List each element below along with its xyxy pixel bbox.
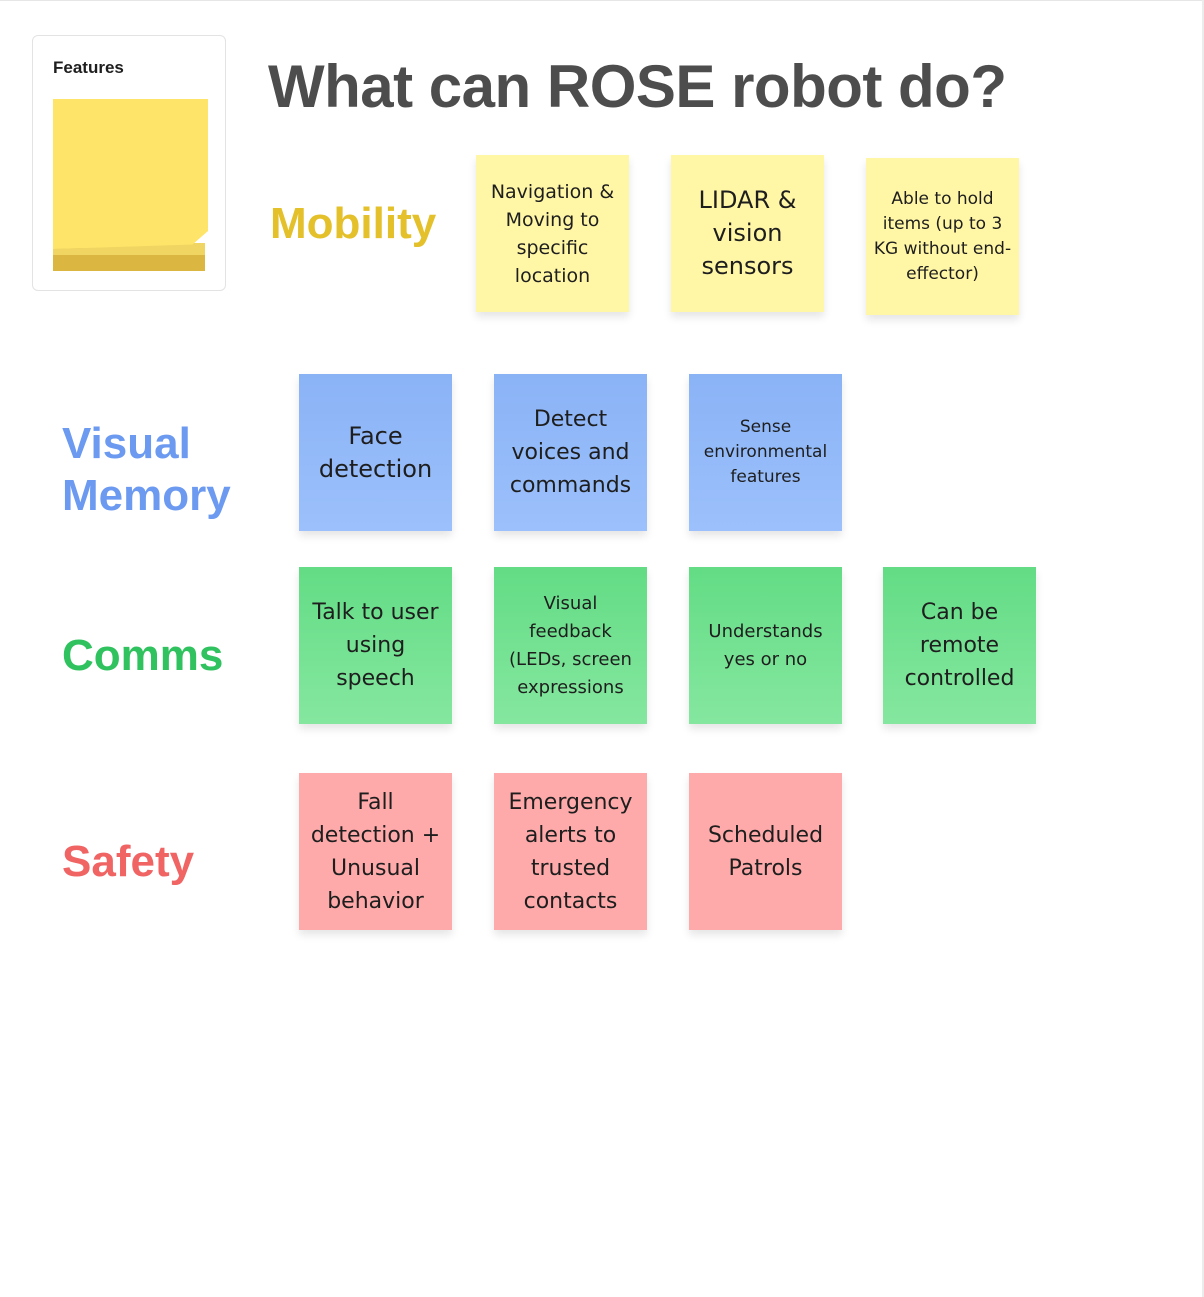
sticky-note[interactable]: Talk to user using speech <box>299 567 452 724</box>
sticky-note[interactable]: LIDAR & vision sensors <box>671 155 824 312</box>
panel-title: Features <box>53 58 124 77</box>
category-visual-memory[interactable]: Visual Memory <box>62 418 231 522</box>
sticky-note[interactable]: Visual feedback (LEDs, screen expression… <box>494 567 647 724</box>
sticky-note[interactable]: Scheduled Patrols <box>689 773 842 930</box>
sticky-note[interactable]: Navigation & Moving to specific location <box>476 155 629 312</box>
right-border <box>1202 0 1204 1297</box>
sticky-note[interactable]: Face detection <box>299 374 452 531</box>
sticky-notes-stack-panel[interactable]: Features <box>32 35 226 291</box>
category-safety[interactable]: Safety <box>62 837 195 886</box>
sticky-stack-base <box>53 253 205 271</box>
sticky-note[interactable]: Sense environmental features <box>689 374 842 531</box>
top-border <box>0 0 1204 1</box>
sticky-note[interactable]: Fall detection + Unusual behavior <box>299 773 452 930</box>
category-mobility[interactable]: Mobility <box>270 199 437 248</box>
category-comms[interactable]: Comms <box>62 631 224 680</box>
sticky-note[interactable]: Can be remote controlled <box>883 567 1036 724</box>
board-title[interactable]: What can ROSE robot do? <box>268 53 1007 120</box>
sticky-note[interactable]: Able to hold items (up to 3 KG without e… <box>866 158 1019 315</box>
sticky-note-icon[interactable] <box>53 99 208 249</box>
sticky-note[interactable]: Detect voices and commands <box>494 374 647 531</box>
category-visual-line2: Memory <box>62 471 231 520</box>
sticky-note[interactable]: Understands yes or no <box>689 567 842 724</box>
sticky-note[interactable]: Emergency alerts to trusted contacts <box>494 773 647 930</box>
category-visual-line1: Visual <box>62 419 191 468</box>
